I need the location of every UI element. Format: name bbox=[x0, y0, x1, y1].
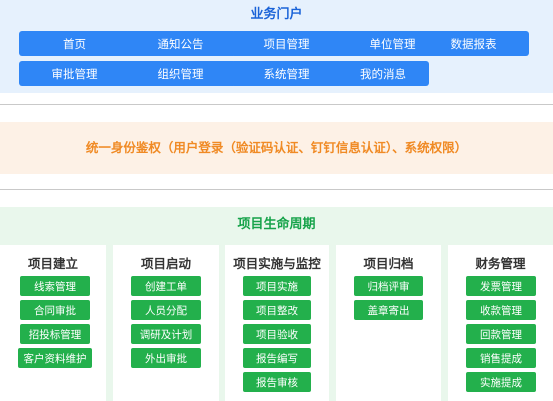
lifecycle-column-title: 项目启动 bbox=[140, 256, 191, 271]
project-lifecycle-title: 项目生命周期 bbox=[237, 217, 316, 232]
portal-button-project-management[interactable]: 项目管理 bbox=[231, 31, 342, 56]
lifecycle-column-title: 项目实施与监控 bbox=[233, 256, 321, 271]
divider-line bbox=[0, 104, 553, 105]
lifecycle-item-button[interactable]: 收款管理 bbox=[466, 300, 536, 320]
lifecycle-column-title: 项目建立 bbox=[27, 256, 78, 271]
lifecycle-column-kickoff bbox=[113, 245, 219, 401]
lifecycle-item-button[interactable]: 报告编写 bbox=[243, 348, 311, 368]
lifecycle-item-button[interactable]: 发票管理 bbox=[466, 276, 536, 296]
lifecycle-item-button[interactable]: 客户资料维护 bbox=[18, 348, 92, 368]
lifecycle-item-button[interactable]: 人员分配 bbox=[131, 300, 201, 320]
lifecycle-column-establish bbox=[0, 245, 106, 401]
lifecycle-item-button[interactable]: 项目实施 bbox=[243, 276, 311, 296]
lifecycle-item-button[interactable]: 调研及计划 bbox=[131, 324, 201, 344]
lifecycle-item-button[interactable]: 外出审批 bbox=[131, 348, 201, 368]
lifecycle-item-button[interactable]: 创建工单 bbox=[131, 276, 201, 296]
lifecycle-item-button[interactable]: 销售提成 bbox=[466, 348, 536, 368]
unified-identity-auth-title: 统一身份鉴权（用户登录（验证码认证、钉钉信息认证）、系统权限） bbox=[85, 140, 468, 155]
portal-button-data-reports[interactable]: 数据报表 bbox=[418, 31, 529, 56]
portal-button-announcements[interactable]: 通知公告 bbox=[125, 31, 236, 56]
lifecycle-column-title: 项目归档 bbox=[363, 256, 414, 271]
divider-line bbox=[0, 189, 553, 190]
lifecycle-item-button[interactable]: 招投标管理 bbox=[20, 324, 90, 344]
lifecycle-column-archive bbox=[336, 245, 441, 401]
portal-button-system-management[interactable]: 系统管理 bbox=[231, 61, 342, 86]
portal-button-home[interactable]: 首页 bbox=[19, 31, 130, 56]
lifecycle-column-title: 财务管理 bbox=[475, 256, 526, 271]
business-portal-title: 业务门户 bbox=[250, 7, 303, 22]
portal-button-organization-management[interactable]: 组织管理 bbox=[125, 61, 236, 86]
lifecycle-item-button[interactable]: 线索管理 bbox=[20, 276, 90, 296]
unified-identity-auth-section bbox=[0, 122, 553, 174]
lifecycle-item-button[interactable]: 报告审核 bbox=[243, 372, 311, 392]
lifecycle-item-button[interactable]: 实施提成 bbox=[466, 372, 536, 392]
lifecycle-item-button[interactable]: 回款管理 bbox=[466, 324, 536, 344]
lifecycle-item-button[interactable]: 盖章寄出 bbox=[354, 300, 423, 320]
lifecycle-item-button[interactable]: 项目验收 bbox=[243, 324, 311, 344]
portal-button-my-messages[interactable]: 我的消息 bbox=[337, 61, 429, 86]
lifecycle-item-button[interactable]: 合同审批 bbox=[20, 300, 90, 320]
portal-button-approval-management[interactable]: 审批管理 bbox=[19, 61, 130, 86]
lifecycle-item-button[interactable]: 项目整改 bbox=[243, 300, 311, 320]
lifecycle-item-button[interactable]: 归档评审 bbox=[354, 276, 423, 296]
